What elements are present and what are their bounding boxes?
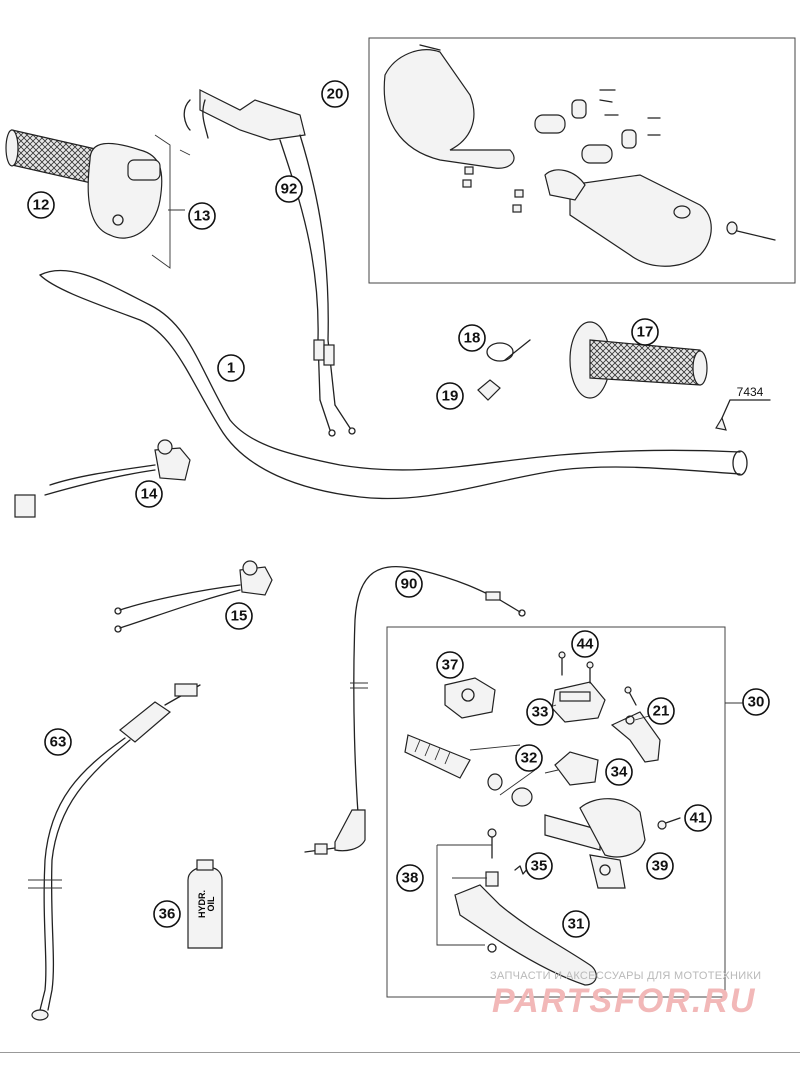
callout-15: 15 (225, 602, 253, 630)
svg-text:44: 44 (577, 636, 594, 653)
callout-38: 38 (396, 864, 424, 892)
svg-text:41: 41 (690, 810, 707, 827)
svg-text:34: 34 (611, 764, 628, 781)
callout-1: 1 (217, 354, 245, 382)
brake-group-box (386, 626, 726, 998)
callout-31: 31 (562, 910, 590, 938)
svg-text:32: 32 (521, 750, 538, 767)
svg-text:38: 38 (402, 870, 419, 887)
callout-44: 44 (571, 630, 599, 658)
brake-lever (454, 884, 597, 986)
watermark-subtitle: ЗАПЧАСТИ И АКСЕССУАРЫ ДЛЯ МОТОТЕХНИКИ (490, 970, 762, 982)
callout-37: 37 (436, 651, 464, 679)
callout-92: 92 (275, 175, 303, 203)
part-7434-screw (715, 399, 771, 431)
callout-13: 13 (188, 202, 216, 230)
callout-17: 17 (631, 318, 659, 346)
svg-text:13: 13 (194, 208, 211, 225)
left-grip (569, 321, 708, 399)
clutch-cable (304, 565, 526, 855)
callout-39: 39 (646, 852, 674, 880)
svg-text:30: 30 (748, 694, 765, 711)
piston-kit (404, 734, 536, 807)
hydraulic-oil-bottle: HYDR. OIL (187, 859, 223, 949)
part-code-7434: 7434 (737, 385, 764, 399)
callout-20: 20 (321, 80, 349, 108)
start-switch (114, 560, 273, 633)
svg-text:37: 37 (442, 657, 459, 674)
svg-text:33: 33 (532, 704, 549, 721)
svg-text:14: 14 (141, 486, 158, 503)
reservoir-cover (551, 681, 606, 723)
callout-41: 41 (684, 804, 712, 832)
lever-adjuster (610, 711, 661, 763)
svg-text:92: 92 (281, 181, 298, 198)
svg-text:39: 39 (652, 858, 669, 875)
svg-text:36: 36 (159, 906, 176, 923)
callout-32: 32 (515, 744, 543, 772)
throttle-grip (5, 129, 163, 239)
lever-pivot-bolt (436, 828, 499, 946)
callout-12: 12 (27, 191, 55, 219)
clamp-screw (657, 817, 681, 830)
callout-19: 19 (436, 382, 464, 410)
oil-label-line1: HYDR. (197, 890, 207, 918)
svg-text:18: 18 (464, 330, 481, 347)
handlebar (39, 269, 748, 500)
clamp-half (554, 751, 599, 786)
svg-text:15: 15 (231, 608, 248, 625)
callout-14: 14 (135, 480, 163, 508)
handguards (383, 44, 776, 267)
callout-34: 34 (605, 758, 633, 786)
throttle-housing-bracket (151, 134, 191, 269)
callout-36: 36 (153, 900, 181, 928)
svg-text:31: 31 (568, 916, 585, 933)
adjuster-screw (624, 686, 637, 706)
callout-35: 35 (525, 852, 553, 880)
cable-tie (486, 339, 531, 362)
callout-21: 21 (647, 697, 675, 725)
svg-text:19: 19 (442, 388, 459, 405)
kill-switch (14, 439, 191, 518)
svg-text:35: 35 (531, 858, 548, 875)
oil-label-line2: OIL (206, 896, 216, 912)
svg-text:12: 12 (33, 197, 50, 214)
svg-text:1: 1 (227, 360, 235, 377)
callout-63: 63 (44, 728, 72, 756)
svg-text:63: 63 (50, 734, 67, 751)
watermark-brand: PARTSFOR.RU (492, 982, 757, 1020)
throttle-cables (183, 89, 356, 437)
svg-text:17: 17 (637, 324, 654, 341)
cover-screws (558, 651, 594, 684)
handguard-group-box (368, 37, 796, 284)
svg-text:20: 20 (327, 86, 344, 103)
brake-hose (28, 683, 201, 1021)
svg-text:90: 90 (401, 576, 418, 593)
callout-33: 33 (526, 698, 554, 726)
master-cylinder (544, 798, 646, 889)
callout-30: 30 (742, 688, 770, 716)
bar-end-plug (477, 379, 501, 401)
bottom-divider (0, 1052, 800, 1053)
callout-18: 18 (458, 324, 486, 352)
callout-90: 90 (395, 570, 423, 598)
reservoir-cap-gasket (444, 677, 496, 719)
svg-text:21: 21 (653, 703, 670, 720)
